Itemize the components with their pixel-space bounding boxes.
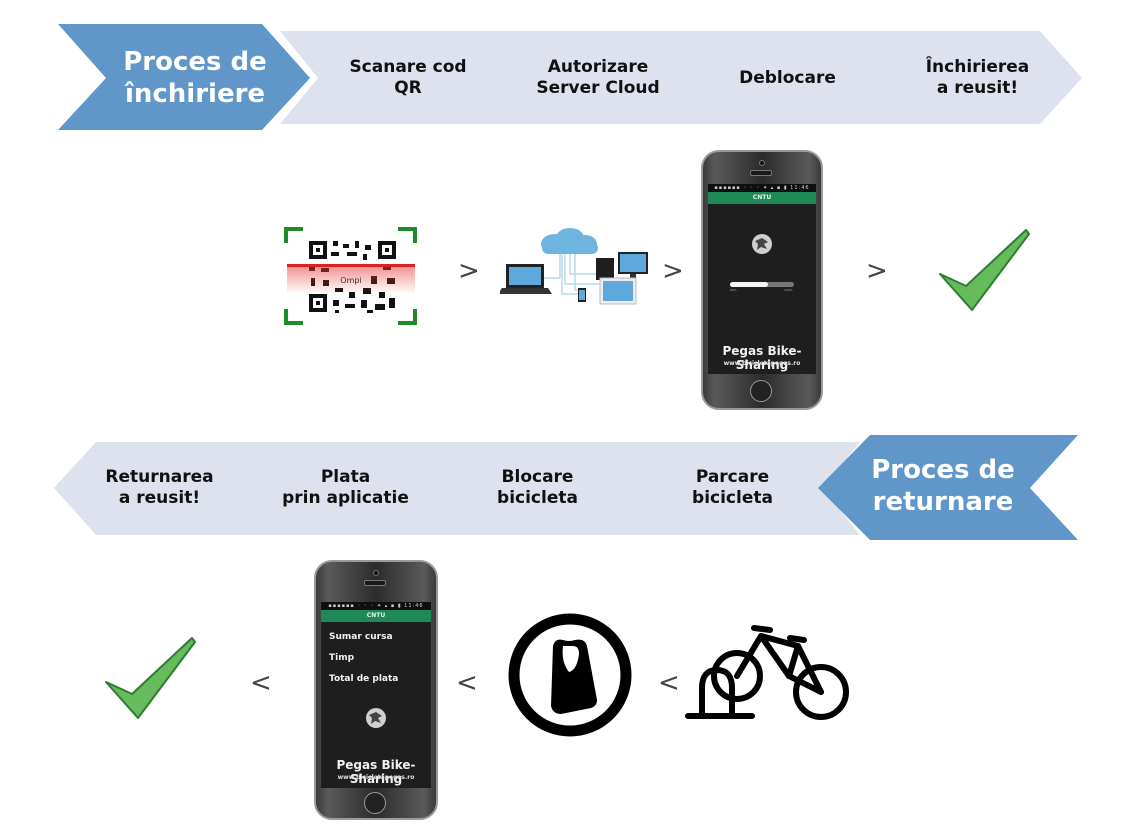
return-step-chevron-1 (622, 442, 860, 535)
rental-step-label: Deblocare (739, 67, 836, 88)
summary-total: Total de plata (329, 674, 399, 684)
padlock-icon (505, 610, 635, 740)
rental-step-chevron-3 (665, 31, 898, 124)
status-bar: ▪▪▪▪▪▪ ◦ ◦ ◦ ✦ ▴ ▪ ▮ 11:46 (321, 602, 431, 610)
rental-step-chevron-1 (280, 31, 512, 124)
step-arrow-right: > (458, 256, 480, 286)
progress-right-label: 100% (784, 288, 793, 292)
return-step-label: Blocare bicicleta (497, 467, 578, 508)
phone-screen: ▪▪▪▪▪▪ ◦ ◦ ◦ ✦ ▴ ▪ ▮ 11:46 CNTU Sumar cu… (321, 602, 431, 788)
rental-step-chevron-4 (858, 31, 1082, 124)
app-bar: CNTU (321, 610, 431, 622)
summary-title: Sumar cursa (329, 632, 393, 642)
step-arrow-left: < (456, 668, 478, 698)
unlock-progress-bar (730, 282, 794, 287)
checkmark-icon (936, 226, 1032, 316)
phone-camera (373, 570, 379, 576)
brand-url: www.bicicletapegas.ro (723, 360, 801, 367)
qr-scan-icon: Ompi (283, 226, 419, 326)
brand-url: www.bicicletapegas.ro (337, 774, 415, 781)
status-bar: ▪▪▪▪▪▪ ◦ ◦ ◦ ✦ ▴ ▪ ▮ 11:46 (708, 184, 816, 192)
cloud-network-icon (498, 228, 650, 308)
phone-speaker (364, 580, 386, 586)
return-step-chevron-4 (54, 442, 278, 535)
phone-camera (759, 160, 765, 166)
pegasus-logo-icon (750, 232, 774, 256)
return-step-chevron-3 (238, 442, 470, 535)
phone-app-payment: ▪▪▪▪▪▪ ◦ ◦ ◦ ✦ ▴ ▪ ▮ 11:46 CNTU Sumar cu… (314, 560, 438, 820)
unlock-progress-fill (730, 282, 769, 287)
summary-time: Timp (329, 653, 355, 663)
return-header-chevron (818, 435, 1078, 540)
step-arrow-right: > (662, 256, 684, 286)
return-process-title: Proces de returnare (871, 455, 1015, 517)
return-step-label: Parcare bicicleta (692, 467, 773, 508)
checkmark-icon (102, 634, 198, 724)
app-bar: CNTU (708, 192, 816, 204)
phone-home-button (750, 380, 772, 402)
step-arrow-left: < (658, 668, 680, 698)
rental-step-label: Scanare cod QR (349, 57, 467, 98)
bike-rack-icon (684, 622, 854, 722)
return-step-chevron-2 (430, 442, 662, 535)
step-arrow-left: < (250, 668, 272, 698)
phone-speaker (750, 170, 772, 176)
brand-name: Pegas Bike-Sharing (722, 344, 802, 372)
phone-screen: ▪▪▪▪▪▪ ◦ ◦ ◦ ✦ ▴ ▪ ▮ 11:46 CNTU 69% 100%… (708, 184, 816, 374)
rental-step-chevron-2 (472, 31, 705, 124)
rental-header-chevron (58, 24, 310, 130)
brand-name: Pegas Bike-Sharing (336, 758, 416, 786)
qr-brand-text: Ompi (340, 276, 361, 285)
step-arrow-right: > (866, 256, 888, 286)
rental-process-title: Proces de închiriere (123, 47, 267, 109)
progress-left-label: 69% (730, 288, 737, 292)
return-step-label: Plata prin aplicatie (282, 467, 409, 508)
pegasus-logo-icon (364, 706, 388, 730)
rental-step-label: Autorizare Server Cloud (536, 57, 660, 98)
phone-home-button (364, 792, 386, 814)
return-step-label: Returnarea a reusit! (105, 467, 214, 508)
rental-step-label: Închirierea a reusit! (925, 57, 1030, 98)
phone-app-unlock: ▪▪▪▪▪▪ ◦ ◦ ◦ ✦ ▴ ▪ ▮ 11:46 CNTU 69% 100%… (701, 150, 823, 410)
